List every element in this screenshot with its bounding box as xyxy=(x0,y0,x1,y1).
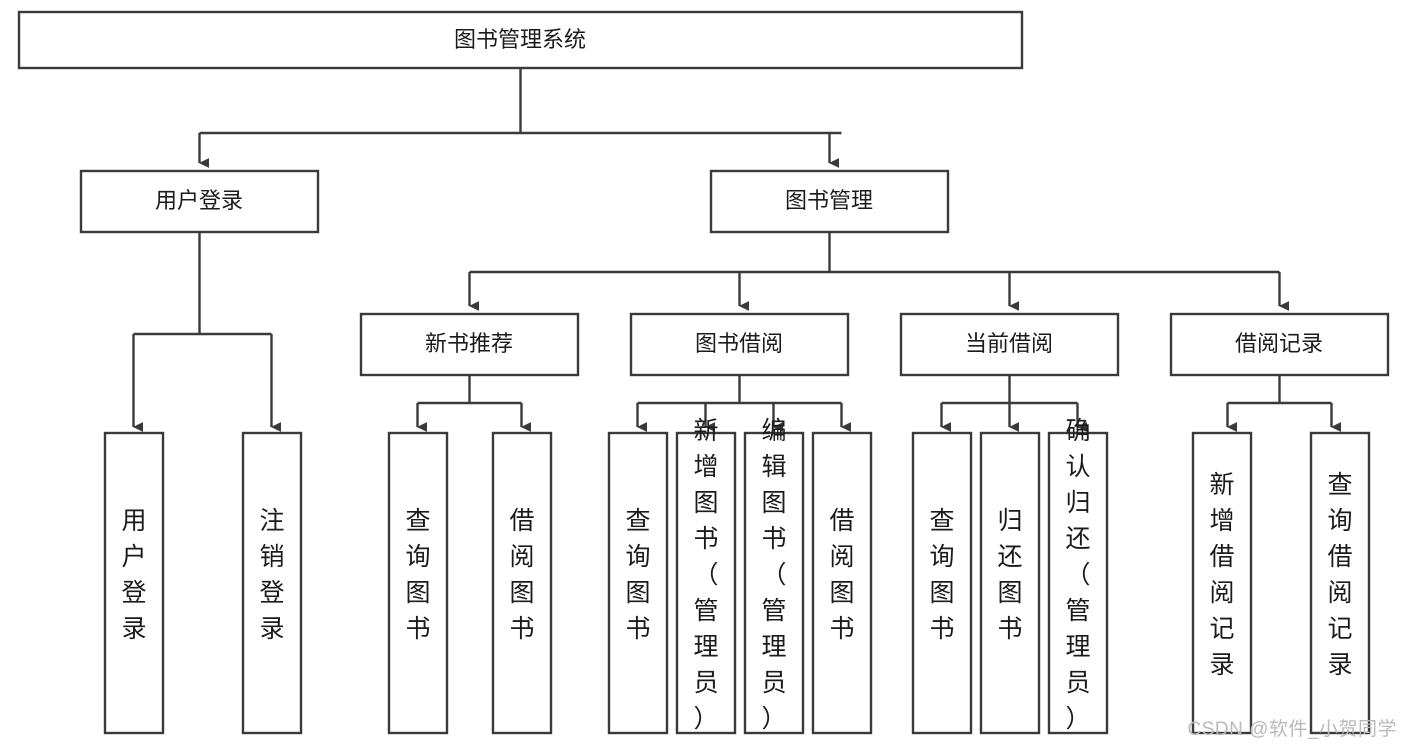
node-leaf-confirm-return-box[interactable] xyxy=(1047,431,1109,735)
node-root-box[interactable] xyxy=(17,10,1024,70)
node-leaf-query-book-current[interactable]: 查询图书 xyxy=(911,431,973,735)
node-leaf-query-book-borrow-label: 查询图书 xyxy=(625,507,650,643)
node-leaf-edit-book-label: 编辑图书（管理员） xyxy=(761,417,786,733)
node-book-manage-label: 图书管理 xyxy=(785,188,873,213)
edge-group-root-to-level2 xyxy=(198,68,842,168)
node-leaf-borrow-book-rec[interactable]: 借阅图书 xyxy=(491,431,553,735)
node-leaf-user-login-box[interactable] xyxy=(103,431,165,735)
node-leaf-edit-book-box[interactable] xyxy=(743,431,805,735)
node-new-book-rec[interactable]: 新书推荐 xyxy=(359,312,580,377)
edge-group-borrow-record-to-leaves xyxy=(1226,375,1342,432)
node-leaf-query-book-rec[interactable]: 查询图书 xyxy=(387,431,449,735)
node-leaf-user-login-label: 用户登录 xyxy=(121,507,146,643)
node-leaf-user-login[interactable]: 用户登录 xyxy=(103,431,165,735)
node-leaf-query-book-current-box[interactable] xyxy=(911,431,973,735)
node-book-manage-box[interactable] xyxy=(709,169,950,234)
node-leaf-logout-box[interactable] xyxy=(241,431,303,735)
node-leaf-confirm-return-label: 确认归还（管理员） xyxy=(1065,417,1090,733)
edge-group-current-borrow-to-leaves xyxy=(940,375,1088,432)
edge-group-book-manage-to-level3 xyxy=(468,232,1290,311)
node-user-login-label: 用户登录 xyxy=(155,188,243,213)
node-leaf-query-record-box[interactable] xyxy=(1309,431,1371,735)
node-leaf-borrow-book-rec-box[interactable] xyxy=(491,431,553,735)
node-leaf-query-book-borrow[interactable]: 查询图书 xyxy=(607,431,669,735)
node-leaf-return-book-label: 归还图书 xyxy=(997,507,1022,643)
node-leaf-borrow-book[interactable]: 借阅图书 xyxy=(811,431,873,735)
csdn-watermark: CSDN @软件_小贺同学 xyxy=(1187,719,1397,740)
node-new-book-rec-box[interactable] xyxy=(359,312,580,377)
node-borrow-record-label: 借阅记录 xyxy=(1235,331,1323,356)
node-leaf-edit-book[interactable]: 编辑图书（管理员） xyxy=(743,417,805,735)
node-user-login[interactable]: 用户登录 xyxy=(79,169,320,234)
node-leaf-query-book-rec-label: 查询图书 xyxy=(405,507,430,643)
node-leaf-query-book-rec-box[interactable] xyxy=(387,431,449,735)
node-book-borrow-box[interactable] xyxy=(629,312,850,377)
node-leaf-logout-label: 注销登录 xyxy=(259,507,284,643)
node-leaf-borrow-book-box[interactable] xyxy=(811,431,873,735)
node-book-manage[interactable]: 图书管理 xyxy=(709,169,950,234)
node-borrow-record[interactable]: 借阅记录 xyxy=(1169,312,1390,377)
node-current-borrow-box[interactable] xyxy=(899,312,1120,377)
edge-group-new-book-rec-to-leaves xyxy=(416,375,532,432)
node-leaf-add-book[interactable]: 新增图书（管理员） xyxy=(675,417,737,735)
node-leaf-add-record[interactable]: 新增借阅记录 xyxy=(1191,431,1253,735)
node-current-borrow[interactable]: 当前借阅 xyxy=(899,312,1120,377)
node-new-book-rec-label: 新书推荐 xyxy=(425,331,513,356)
node-leaf-logout[interactable]: 注销登录 xyxy=(241,431,303,735)
node-current-borrow-label: 当前借阅 xyxy=(965,331,1053,356)
node-leaf-query-record-label: 查询借阅记录 xyxy=(1327,471,1352,679)
node-book-borrow-label: 图书借阅 xyxy=(695,331,783,356)
node-user-login-box[interactable] xyxy=(79,169,320,234)
node-leaf-return-book-box[interactable] xyxy=(979,431,1041,735)
node-leaf-query-book-borrow-box[interactable] xyxy=(607,431,669,735)
node-borrow-record-box[interactable] xyxy=(1169,312,1390,377)
node-root-label: 图书管理系统 xyxy=(454,27,586,52)
node-root[interactable]: 图书管理系统 xyxy=(17,10,1024,70)
node-leaf-add-book-label: 新增图书（管理员） xyxy=(693,417,718,733)
edge-group-user-login-to-leaves xyxy=(132,232,282,432)
node-leaf-add-record-label: 新增借阅记录 xyxy=(1209,471,1234,679)
node-leaf-borrow-book-label: 借阅图书 xyxy=(829,507,854,643)
node-leaf-query-book-current-label: 查询图书 xyxy=(929,507,954,643)
node-leaf-confirm-return[interactable]: 确认归还（管理员） xyxy=(1047,417,1109,735)
node-leaf-borrow-book-rec-label: 借阅图书 xyxy=(509,507,534,643)
node-leaf-query-record[interactable]: 查询借阅记录 xyxy=(1309,431,1371,735)
node-book-borrow[interactable]: 图书借阅 xyxy=(629,312,850,377)
node-leaf-add-record-box[interactable] xyxy=(1191,431,1253,735)
edge-group-book-borrow-to-leaves xyxy=(636,375,852,432)
node-leaf-add-book-box[interactable] xyxy=(675,431,737,735)
node-leaf-return-book[interactable]: 归还图书 xyxy=(979,431,1041,735)
